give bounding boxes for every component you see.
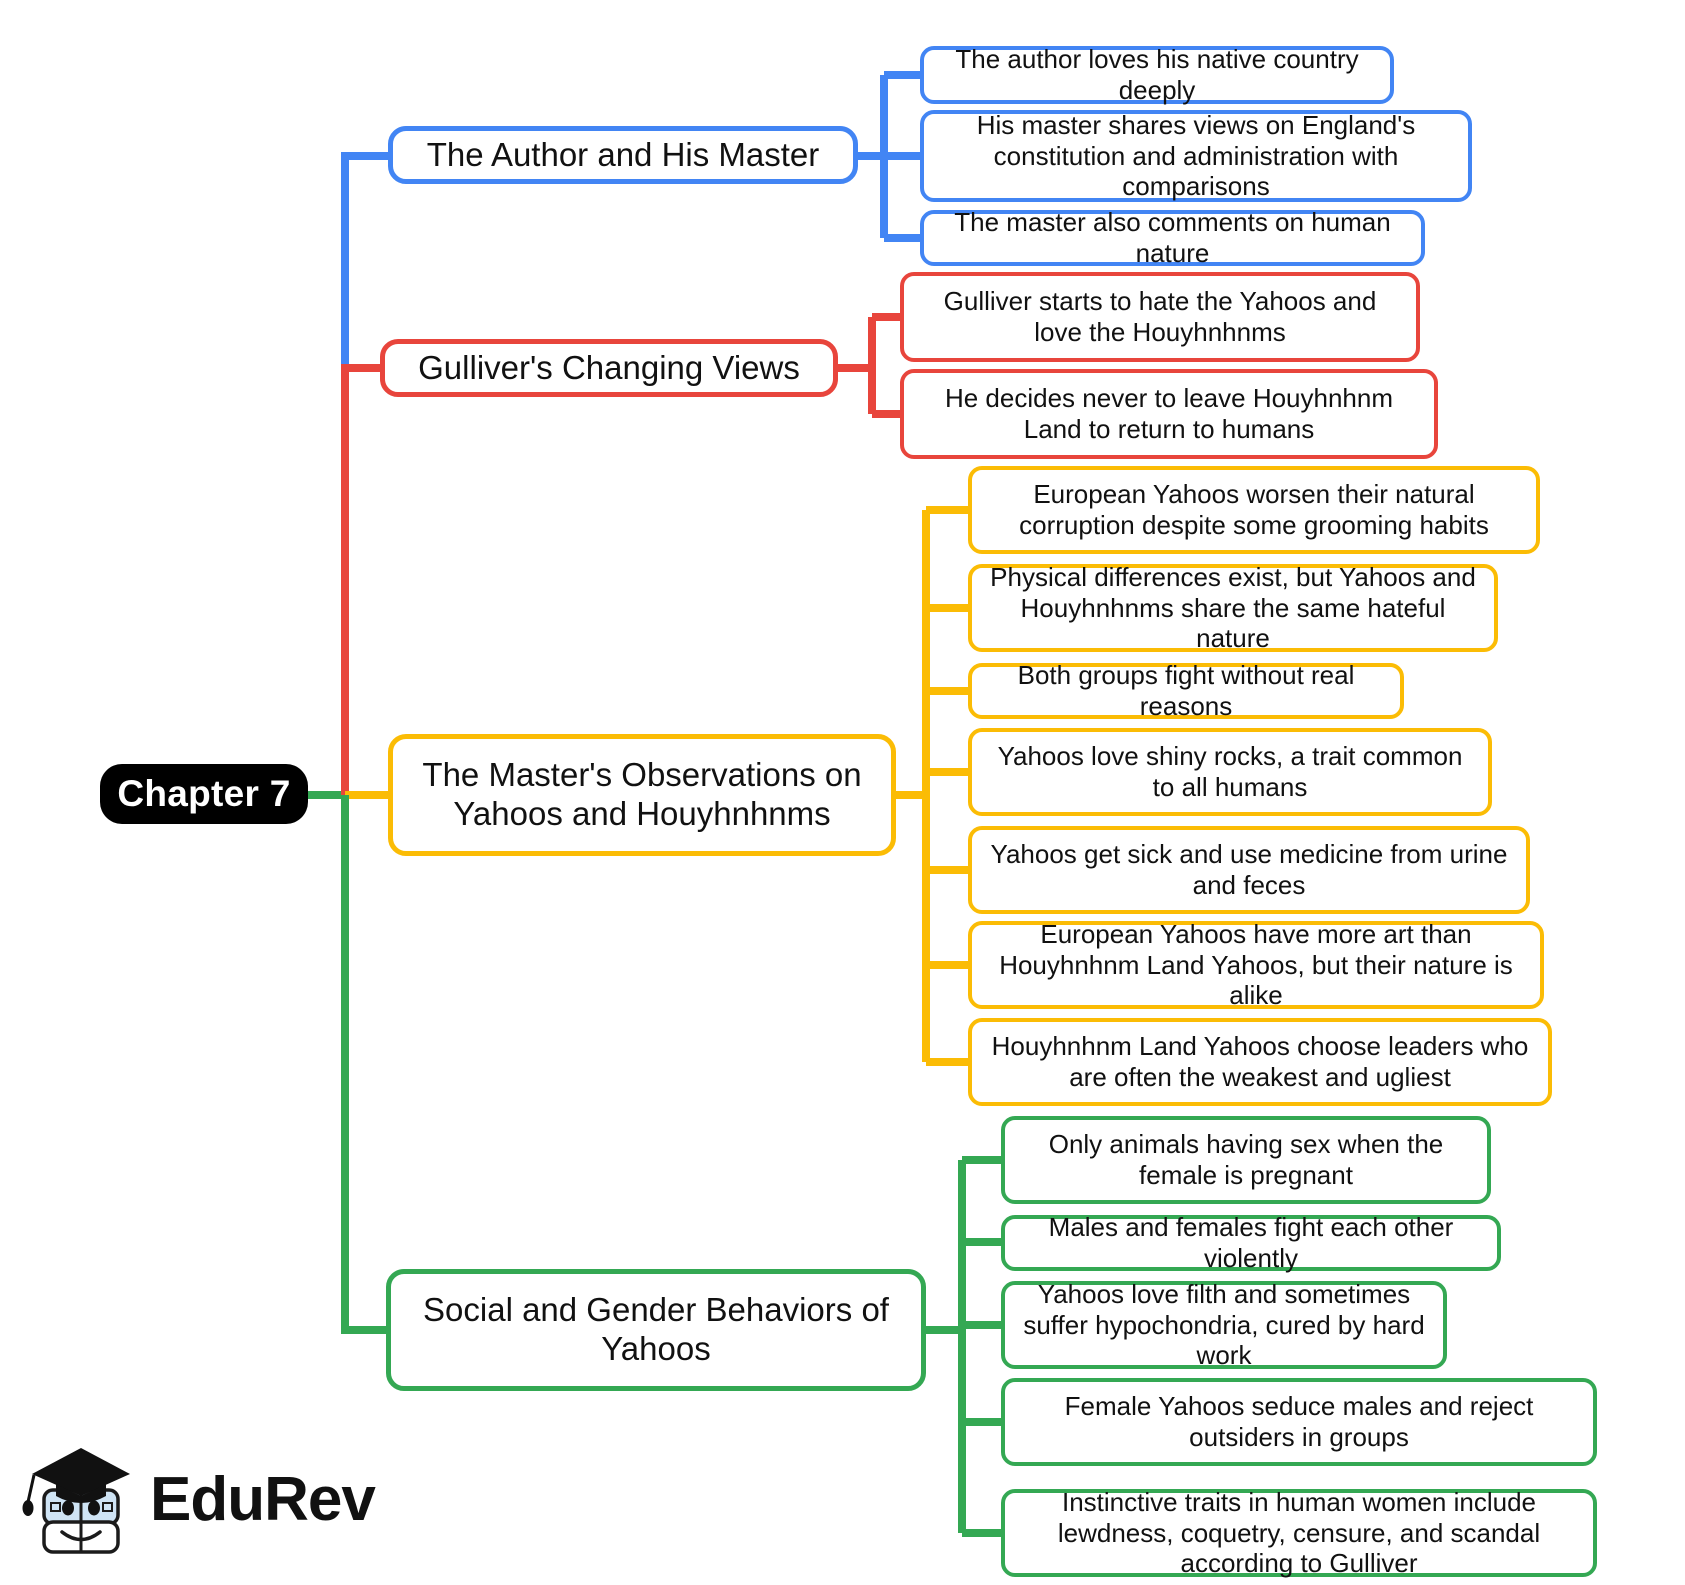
leaf-node-label: Gulliver starts to hate the Yahoos and l… [943,286,1377,347]
leaf-node[interactable]: He decides never to leave Houyhnhnm Land… [900,369,1438,459]
leaf-node[interactable]: The author loves his native country deep… [920,44,1394,105]
leaf-node-label: Female Yahoos seduce males and reject ou… [1064,1391,1534,1452]
leaf-node[interactable]: Yahoos love shiny rocks, a trait common … [968,728,1492,816]
leaf-node-label: Only animals having sex when the female … [1048,1129,1444,1190]
branch-node-label: The Author and His Master [426,135,820,173]
leaf-node-label: The author loves his native country deep… [955,44,1359,105]
leaf-node-label: European Yahoos have more art than Houyh… [999,919,1513,1011]
leaf-node[interactable]: European Yahoos have more art than Houyh… [968,919,1544,1011]
leaf-node[interactable]: Only animals having sex when the female … [1001,1116,1491,1204]
leaf-node-label: Males and females fight each other viole… [1048,1212,1454,1273]
leaf-node[interactable]: Gulliver starts to hate the Yahoos and l… [900,272,1420,362]
branch-node-gullivers-changing-views[interactable]: Gulliver's Changing Views [380,339,838,397]
leaf-node-label: Yahoos love filth and sometimes suffer h… [1023,1279,1425,1371]
leaf-node-label: Yahoos get sick and use medicine from ur… [990,839,1508,900]
leaf-node-label: His master shares views on England's con… [976,110,1416,202]
branch-node-label: Social and Gender Behaviors of Yahoos [423,1291,889,1367]
leaf-node[interactable]: Female Yahoos seduce males and reject ou… [1001,1378,1597,1466]
branch-node-label: The Master's Observations on Yahoos and … [422,756,862,832]
leaf-node-label: Both groups fight without real reasons [1017,660,1355,721]
leaf-node[interactable]: Yahoos love filth and sometimes suffer h… [1001,1279,1447,1371]
leaf-node[interactable]: Houyhnhnm Land Yahoos choose leaders who… [968,1018,1552,1106]
leaf-node-label: Houyhnhnm Land Yahoos choose leaders who… [991,1031,1529,1092]
leaf-node[interactable]: Yahoos get sick and use medicine from ur… [968,826,1530,914]
edurev-logo: EduRev [18,1424,376,1574]
leaf-node[interactable]: Both groups fight without real reasons [968,660,1404,721]
branch-node-label: Gulliver's Changing Views [418,348,800,386]
leaf-node[interactable]: European Yahoos worsen their natural cor… [968,466,1540,554]
root-node-label: Chapter 7 [117,773,291,815]
leaf-node[interactable]: His master shares views on England's con… [920,110,1472,202]
leaf-node[interactable]: Physical differences exist, but Yahoos a… [968,562,1498,654]
branch-node-the-masters-observations[interactable]: The Master's Observations on Yahoos and … [388,734,896,856]
leaf-node[interactable]: Instinctive traits in human women includ… [1001,1487,1597,1579]
leaf-node-label: Yahoos love shiny rocks, a trait common … [997,741,1463,802]
root-node-chapter-7[interactable]: Chapter 7 [100,764,308,824]
leaf-node-label: Physical differences exist, but Yahoos a… [990,562,1476,654]
leaf-node-label: Instinctive traits in human women includ… [1057,1487,1541,1579]
leaf-node[interactable]: Males and females fight each other viole… [1001,1212,1501,1273]
graduation-cap-book-mascot-icon [18,1434,136,1564]
leaf-node-label: The master also comments on human nature [954,207,1391,268]
leaf-node[interactable]: The master also comments on human nature [920,207,1425,268]
leaf-node-label: He decides never to leave Houyhnhnm Land… [944,383,1394,444]
branch-node-social-and-gender-behaviors[interactable]: Social and Gender Behaviors of Yahoos [386,1269,926,1391]
leaf-node-label: European Yahoos worsen their natural cor… [1019,479,1489,540]
branch-node-the-author-and-his-master[interactable]: The Author and His Master [388,126,858,184]
edurev-wordmark: EduRev [150,1464,376,1534]
